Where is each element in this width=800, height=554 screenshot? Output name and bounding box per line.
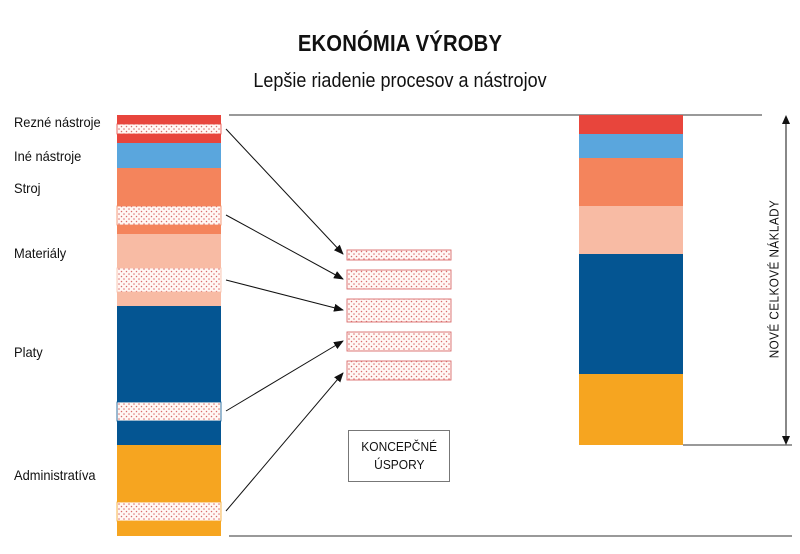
- diagram-title: EKONÓMIA VÝROBY: [297, 30, 503, 56]
- diagram-subtitle: Lepšie riadenie procesov a nástrojov: [253, 70, 547, 92]
- savings-segment-stroj: [116, 205, 222, 226]
- new-segment-materialy: [579, 206, 683, 254]
- segment-administrativa: [117, 445, 221, 502]
- dimension-arrow-up: [782, 115, 790, 124]
- concept-box-line-2: ÚSPORY: [373, 457, 425, 472]
- concept-box-line-1: KONCEPČNÉ: [361, 439, 437, 454]
- arrow-rezne: [225, 128, 344, 255]
- segment-administrativa: [117, 521, 221, 536]
- new-costs-bar: [579, 115, 683, 445]
- segment-stroj: [117, 225, 221, 234]
- label-platy: Platy: [14, 344, 43, 360]
- segment-materialy: [117, 234, 221, 268]
- new-segment-administrativa: [579, 374, 683, 445]
- segment-rezne-nastroje: [117, 134, 221, 143]
- savings-segment-administrativa: [116, 501, 222, 522]
- segment-platy: [117, 421, 221, 445]
- arrow-administrativa: [225, 372, 344, 512]
- arrow-platy: [225, 340, 344, 412]
- new-segment-platy: [579, 254, 683, 374]
- label-materialy: Materiály: [14, 245, 67, 261]
- segment-rezne-nastroje: [117, 115, 221, 124]
- arrow-materialy: [225, 279, 344, 312]
- savings-block-3: [346, 298, 452, 323]
- label-administrativa: Administratíva: [14, 467, 96, 483]
- savings-block-4: [346, 331, 452, 352]
- savings-segment-platy: [116, 401, 222, 422]
- label-rezne-nastroje: Rezné nástroje: [14, 114, 101, 130]
- savings-arrows: [225, 128, 344, 512]
- label-ine-nastroje: Iné nástroje: [14, 148, 82, 164]
- original-costs-bar: [116, 115, 222, 536]
- segment-materialy: [117, 292, 221, 306]
- segment-ine-nastroje: [117, 143, 221, 168]
- concept-savings-box: KONCEPČNÉ ÚSPORY: [348, 430, 450, 482]
- savings-segment-materialy: [116, 267, 222, 293]
- savings-block-5: [346, 360, 452, 381]
- label-stroj: Stroj: [14, 180, 41, 196]
- new-total-costs-label: NOVÉ CELKOVÉ NÁKLADY: [766, 199, 782, 359]
- segment-platy: [117, 306, 221, 402]
- savings-segment-rezne: [116, 123, 222, 135]
- savings-blocks: [346, 249, 452, 381]
- new-segment-rezne-nastroje: [579, 115, 683, 134]
- new-segment-ine-nastroje: [579, 134, 683, 158]
- new-segment-stroj: [579, 158, 683, 206]
- segment-stroj: [117, 168, 221, 206]
- savings-block-2: [346, 269, 452, 290]
- dimension-arrow-down: [782, 436, 790, 445]
- arrow-stroj: [225, 214, 344, 280]
- savings-block-1: [346, 249, 452, 261]
